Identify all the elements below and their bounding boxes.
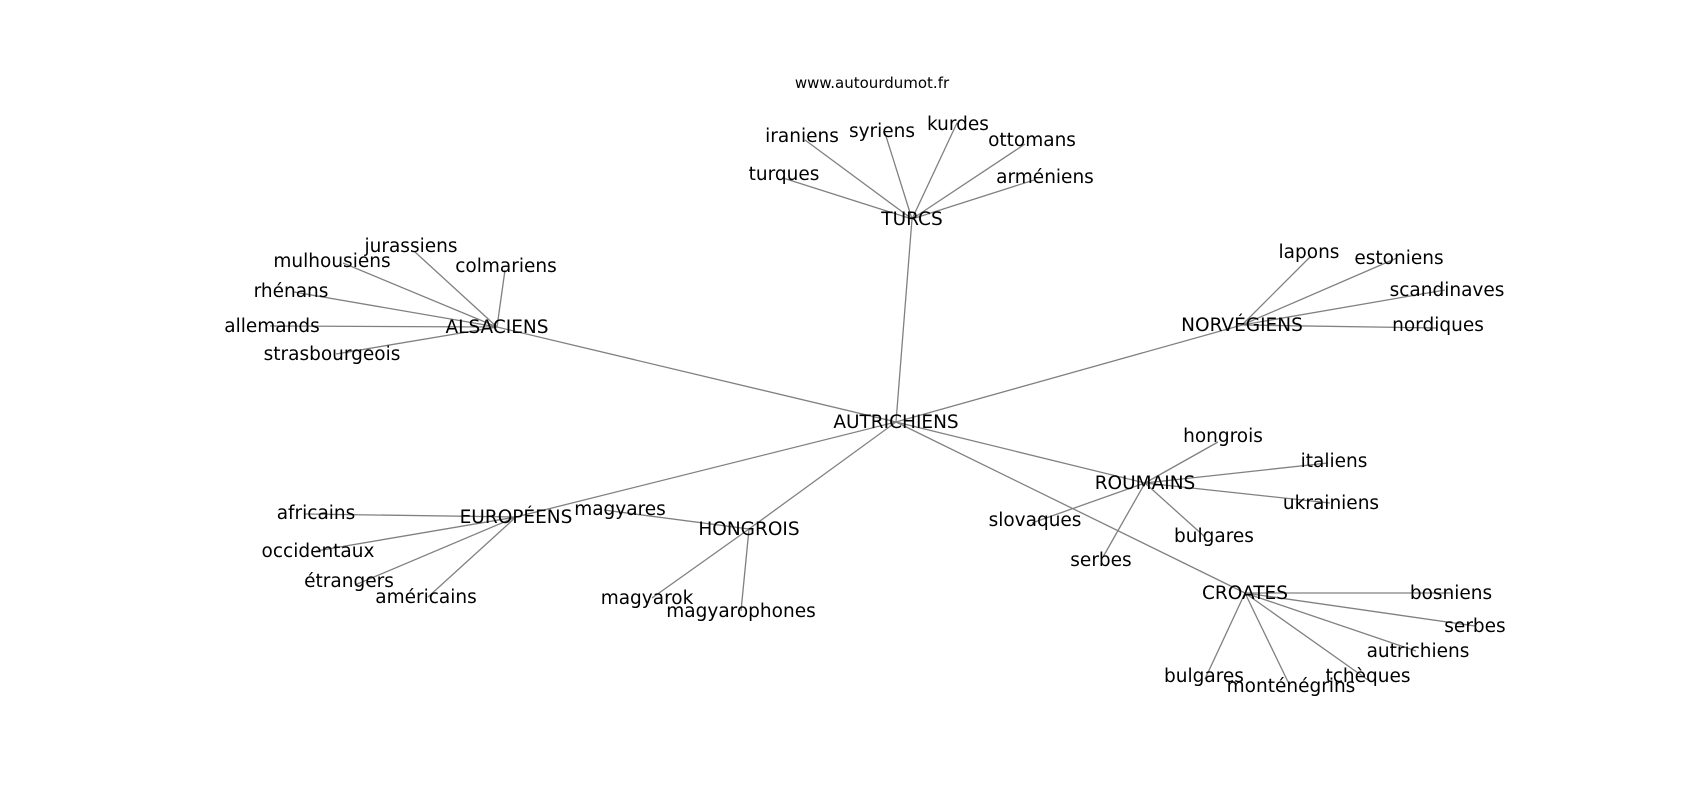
edge-roumains-slovaques (1031, 482, 1146, 524)
leaf-node-roumains-slovaques[interactable]: slovaques (989, 510, 1082, 531)
edge-turcs-syriens (884, 132, 913, 220)
edge-root-turcs (895, 218, 913, 423)
edge-europeens-africains (304, 513, 517, 518)
leaf-node-alsaciens-colmariens[interactable]: colmariens (455, 256, 556, 277)
hub-node-alsaciens[interactable]: ALSACIENS (445, 317, 548, 338)
leaf-node-turcs-kurdes[interactable]: kurdes (927, 114, 989, 135)
hub-node-hongrois[interactable]: HONGROIS (698, 519, 799, 540)
leaf-node-hongrois-magyarok[interactable]: magyarok (601, 588, 694, 609)
edge-turcs-kurdes (911, 122, 958, 220)
leaf-node-norvegiens-scandinaves[interactable]: scandinaves (1390, 280, 1505, 301)
edge-croates-serbes (1244, 592, 1476, 627)
edge-croates-bulgares (1204, 592, 1246, 680)
edge-roumains-hongrois (1144, 441, 1219, 484)
leaf-node-croates-tcheques[interactable]: tchèques (1325, 666, 1410, 687)
edge-root-hongrois (748, 421, 897, 530)
edge-root-norvegiens (895, 324, 1243, 423)
leaf-node-turcs-ottomans[interactable]: ottomans (988, 130, 1076, 151)
leaf-node-europeens-occidentaux[interactable]: occidentaux (262, 541, 375, 562)
edge-hongrois-magyares (603, 509, 750, 530)
leaf-node-croates-bosniens[interactable]: bosniens (1410, 583, 1492, 604)
hub-node-europeens[interactable]: EUROPÉENS (460, 506, 573, 528)
leaf-node-croates-autrichiens[interactable]: autrichiens (1367, 641, 1470, 662)
leaf-node-roumains-italiens[interactable]: italiens (1301, 451, 1368, 472)
edge-alsaciens-rhenans (293, 291, 498, 328)
leaf-node-roumains-serbes[interactable]: serbes (1070, 550, 1131, 571)
leaf-node-europeens-etrangers[interactable]: étrangers (304, 571, 394, 592)
edge-hongrois-magyarok (651, 528, 750, 599)
leaf-node-hongrois-magyares[interactable]: magyares (574, 499, 666, 520)
leaf-node-alsaciens-mulhousiens[interactable]: mulhousiens (273, 251, 390, 272)
labels-layer: AUTRICHIENS TURCS iraniens syriens kurdesott… (224, 114, 1505, 697)
edge-alsaciens-mulhousiens (342, 262, 498, 328)
edge-roumains-ukrainiens (1144, 482, 1331, 504)
edge-europeens-americains (427, 516, 517, 598)
edge-root-europeens (515, 421, 897, 518)
leaf-node-norvegiens-nordiques[interactable]: nordiques (1392, 315, 1484, 336)
edge-turcs-ottomans (911, 143, 1026, 220)
leaf-node-croates-bulgares[interactable]: bulgares (1164, 666, 1244, 687)
leaf-node-turcs-syriens[interactable]: syriens (849, 121, 915, 142)
edge-hongrois-magyarophones (740, 528, 750, 612)
edge-croates-tcheques (1244, 592, 1369, 681)
edge-norvegiens-estoniens (1241, 257, 1398, 326)
edge-roumains-bulgares (1144, 482, 1206, 538)
edges-layer (269, 122, 1476, 687)
edge-root-roumains (895, 421, 1146, 484)
leaf-node-roumains-hongrois[interactable]: hongrois (1183, 426, 1263, 447)
leaf-node-roumains-bulgares[interactable]: bulgares (1174, 526, 1254, 547)
edge-alsaciens-colmariens (496, 269, 506, 328)
edge-turcs-armeniens (911, 179, 1035, 220)
leaf-node-alsaciens-strasbourgeois[interactable]: strasbourgeois (264, 344, 401, 365)
root-node-label[interactable]: AUTRICHIENS (833, 412, 958, 433)
leaf-node-norvegiens-estoniens[interactable]: estoniens (1354, 248, 1443, 269)
edge-croates-autrichiens (1244, 592, 1417, 652)
edge-croates-montenegrins (1244, 592, 1291, 687)
edge-turcs-turques (782, 177, 913, 220)
edge-roumains-italiens (1144, 462, 1329, 484)
hub-node-turcs[interactable]: TURCS (880, 209, 942, 230)
leaf-node-europeens-americains[interactable]: américains (375, 587, 477, 608)
leaf-node-alsaciens-rhenans[interactable]: rhénans (254, 281, 329, 302)
edge-europeens-etrangers (354, 516, 517, 586)
leaf-node-croates-montenegrins[interactable]: monténégrins (1227, 676, 1356, 697)
edge-turcs-iraniens (804, 139, 913, 220)
edge-europeens-occidentaux (315, 516, 517, 552)
edge-root-croates (895, 421, 1246, 594)
leaf-node-europeens-africains[interactable]: africains (277, 503, 356, 524)
hub-node-roumains[interactable]: ROUMAINS (1095, 473, 1196, 494)
leaf-node-roumains-ukrainiens[interactable]: ukrainiens (1283, 493, 1379, 514)
leaf-node-hongrois-magyarophones[interactable]: magyarophones (666, 601, 815, 622)
edge-alsaciens-allemands (269, 325, 498, 328)
edge-alsaciens-jurassiens (414, 251, 498, 328)
leaf-node-norvegiens-lapons[interactable]: lapons (1279, 242, 1340, 263)
leaf-node-alsaciens-allemands[interactable]: allemands (224, 316, 319, 337)
edge-root-alsaciens (496, 326, 897, 423)
leaf-node-croates-serbes[interactable]: serbes (1444, 616, 1505, 637)
leaf-node-turcs-turques[interactable]: turques (749, 164, 820, 185)
edge-norvegiens-scandinaves (1241, 289, 1446, 326)
edge-alsaciens-strasbourgeois (335, 326, 498, 355)
hub-node-norvegiens[interactable]: NORVÉGIENS (1181, 314, 1303, 336)
leaf-node-turcs-armeniens[interactable]: arméniens (996, 167, 1094, 188)
edge-norvegiens-nordiques (1241, 324, 1438, 329)
edge-norvegiens-lapons (1241, 256, 1311, 326)
edge-roumains-serbes (1102, 482, 1146, 558)
leaf-node-turcs-iraniens[interactable]: iraniens (765, 126, 839, 147)
hub-node-croates[interactable]: CROATES (1202, 583, 1288, 604)
leaf-node-alsaciens-jurassiens[interactable]: jurassiens (364, 236, 458, 257)
source-watermark: www.autourdumot.fr (795, 74, 950, 92)
